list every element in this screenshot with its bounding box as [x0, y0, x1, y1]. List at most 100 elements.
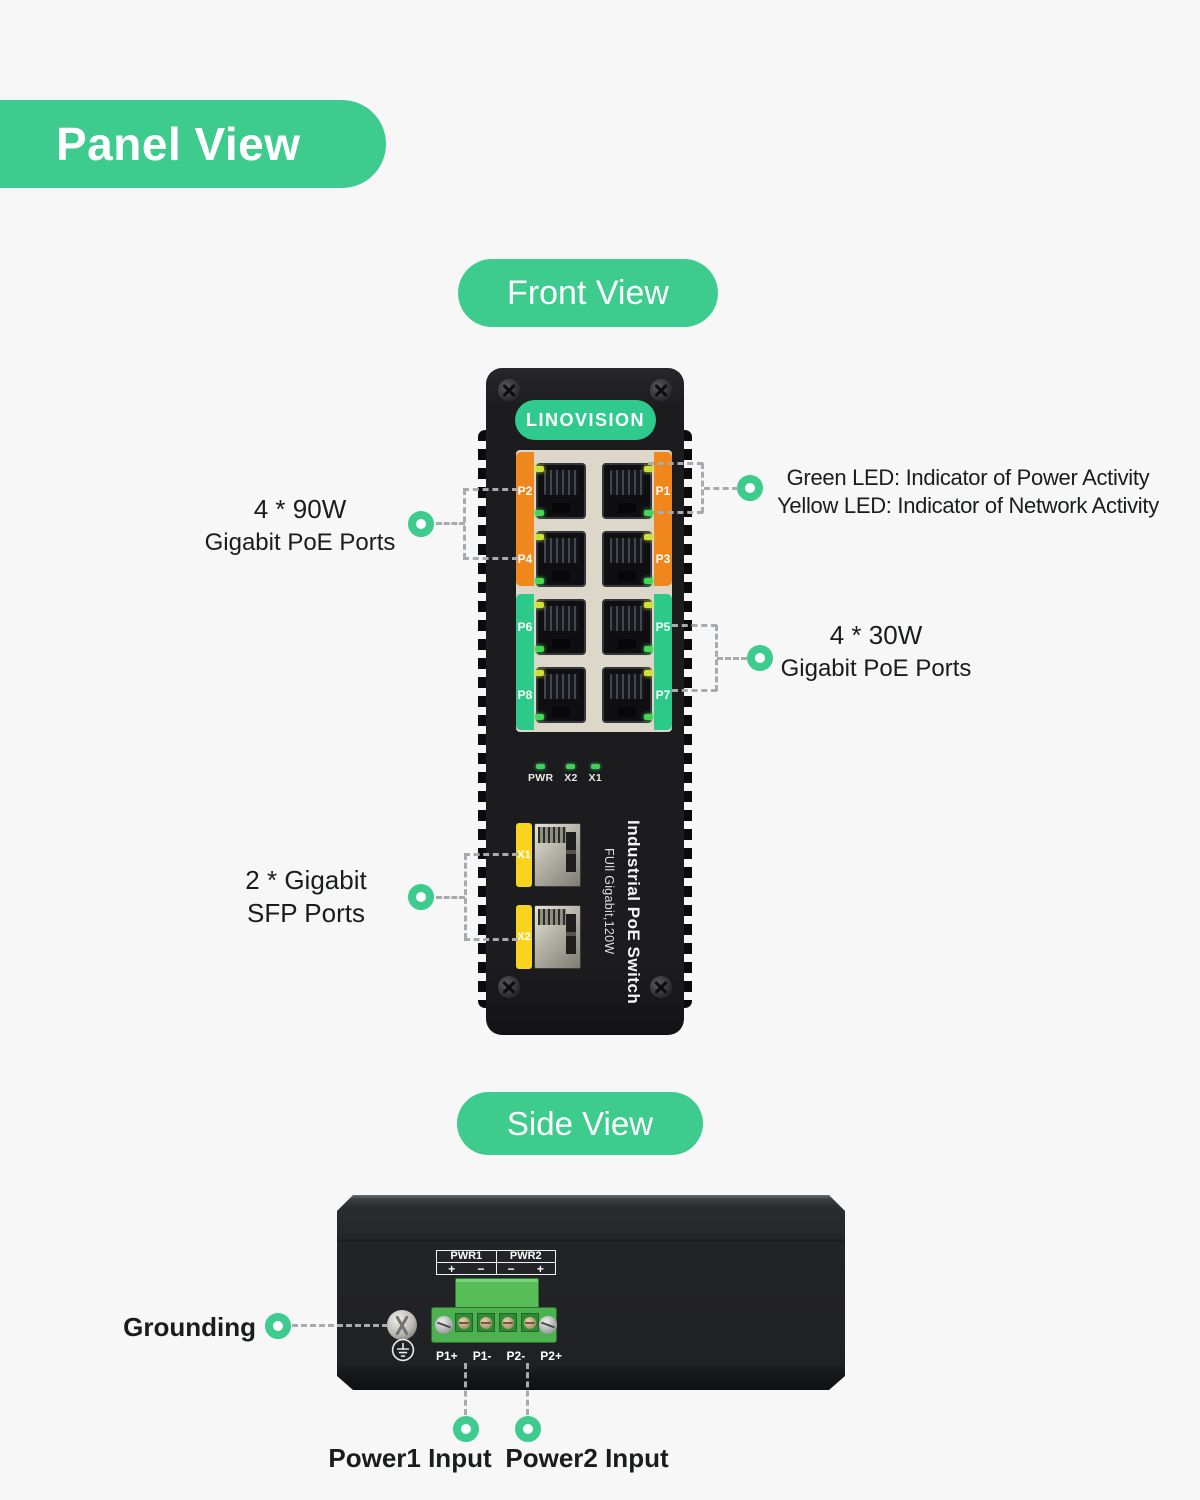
callout-dash [463, 488, 518, 491]
port-label: P3 [655, 552, 671, 566]
terminal-label: P1+ [436, 1349, 458, 1363]
power-led-green [535, 578, 544, 584]
callout-dash [464, 938, 518, 941]
led-green-icon [590, 764, 600, 769]
power-led-green [644, 646, 653, 652]
polarity-plus: + [448, 1261, 456, 1276]
callout-dash [704, 487, 738, 490]
terminal-label-row: P1+ P1- P2- P2+ [436, 1349, 562, 1363]
poe30-strip-right [654, 594, 672, 730]
power-led-green [644, 714, 653, 720]
annotation-line: Yellow LED: Indicator of Network Activit… [777, 493, 1159, 518]
terminal-slot-p1minus [477, 1313, 495, 1332]
callout-dash [464, 1363, 467, 1415]
terminal-slot-p2plus [521, 1313, 539, 1332]
page-title: Panel View [0, 100, 386, 188]
network-led-yellow [535, 466, 544, 472]
pwr2-column: PWR2 − + [496, 1251, 556, 1274]
screw-icon [650, 379, 672, 401]
rj45-port-p6 [535, 599, 586, 655]
poe90-strip-right [654, 452, 672, 586]
annotation-leds: Green LED: Indicator of Power Activity Y… [742, 464, 1194, 520]
switch-side-view: PWR1 + − PWR2 − + [337, 1195, 845, 1390]
terminal-screw-icon [480, 1317, 492, 1329]
rj45-port-p3 [602, 531, 653, 587]
annotation-poe30: 4 * 30W Gigabit PoE Ports [746, 618, 1006, 686]
callout-dash [464, 853, 518, 856]
screw-icon [498, 976, 520, 998]
network-led-yellow [535, 670, 544, 676]
annotation-line: 4 * 30W [829, 620, 923, 650]
led-green-icon [566, 764, 576, 769]
terminal-screw-icon [458, 1317, 470, 1329]
rj45-port-p5 [602, 599, 653, 655]
rj45-port-p8 [535, 667, 586, 723]
annotation-line: 2 * Gigabit [245, 865, 367, 895]
callout-dash [463, 557, 518, 560]
callout-dash [292, 1324, 388, 1327]
terminal-screw-icon [524, 1317, 536, 1329]
callout-marker [453, 1416, 479, 1442]
network-led-yellow [644, 534, 653, 540]
poe90-strip-left [516, 452, 534, 586]
port-label: P1 [655, 484, 671, 498]
port-label: P8 [517, 688, 533, 702]
callout-marker [737, 475, 763, 501]
annotation-power1: Power1 Input [328, 1443, 492, 1473]
status-led-row: PWR X2 X1 [528, 764, 602, 784]
switch-front-view: LINOVISION P2 P1 P4 P3 P6 P5 P8 P7 PWR X… [478, 368, 692, 1035]
brand-logo: LINOVISION [515, 400, 656, 440]
port-label: P2 [517, 484, 533, 498]
pwr2-header: PWR2 [497, 1251, 556, 1263]
sfp-label-x1: X1 [516, 823, 532, 887]
network-led-yellow [644, 670, 653, 676]
sfp-label-x2: X2 [516, 905, 532, 969]
callout-dash [463, 489, 466, 559]
terminal-label: P2+ [540, 1349, 562, 1363]
grounding-screw-icon [387, 1310, 417, 1340]
rj45-port-p7 [602, 667, 653, 723]
callout-dash [717, 657, 747, 660]
annotation-line: SFP Ports [246, 898, 365, 928]
callout-dash [464, 854, 467, 939]
flange-screw-icon [435, 1316, 453, 1334]
annotation-line: Gigabit PoE Ports [780, 655, 972, 682]
callout-dash [672, 689, 717, 692]
power-polarity-table: PWR1 + − PWR2 − + [436, 1250, 556, 1275]
annotation-grounding: Grounding [123, 1312, 256, 1342]
annotation-line: Green LED: Indicator of Power Activity [786, 465, 1150, 490]
rj45-port-p1 [602, 463, 653, 519]
annotation-poe90: 4 * 90W Gigabit PoE Ports [170, 492, 430, 560]
callout-marker [747, 645, 773, 671]
status-led-x2: X2 [564, 764, 577, 784]
screw-icon [498, 379, 520, 401]
annotation-sfp: 2 * Gigabit SFP Ports [186, 864, 426, 930]
annotation-line: 4 * 90W [253, 494, 347, 524]
network-led-yellow [535, 534, 544, 540]
callout-marker [515, 1416, 541, 1442]
port-label: P5 [655, 620, 671, 634]
callout-dash [672, 624, 717, 627]
sfp-port-x2 [534, 905, 581, 969]
pwr1-header: PWR1 [437, 1251, 496, 1263]
annotation-line: Gigabit PoE Ports [204, 529, 396, 556]
model-text-secondary: FUll Gigabit,120W [602, 848, 616, 955]
polarity-plus: + [536, 1261, 544, 1276]
callout-marker [408, 511, 434, 537]
terminal-slot-p1plus [455, 1313, 473, 1332]
led-green-icon [536, 764, 546, 769]
callout-marker [265, 1313, 291, 1339]
callout-dash [436, 896, 465, 899]
callout-marker [408, 884, 434, 910]
callout-dash [648, 462, 703, 465]
power-led-green [535, 646, 544, 652]
callout-dash [715, 625, 718, 691]
status-led-label: X2 [564, 772, 578, 784]
rj45-port-p2 [535, 463, 586, 519]
port-label: P6 [517, 620, 533, 634]
status-led-x1: X1 [589, 764, 602, 784]
status-led-label: PWR [528, 772, 554, 784]
terminal-label: P2- [506, 1349, 526, 1363]
sfp-port-x1 [534, 823, 581, 887]
